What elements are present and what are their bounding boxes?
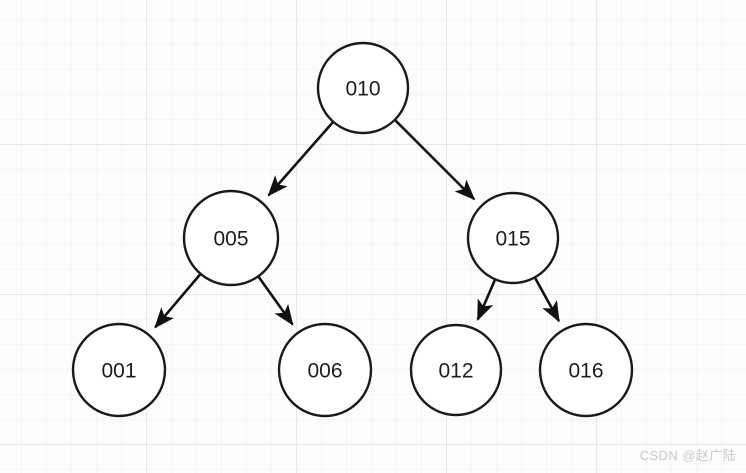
edge-right-right-right — [534, 277, 561, 323]
tree-node-016[interactable]: 016 — [538, 322, 634, 418]
edges-group — [154, 119, 561, 329]
tree-node-001[interactable]: 001 — [71, 322, 167, 418]
watermark-text: CSDN @赵广陆 — [639, 448, 736, 463]
nodes-group: 010 005 015 001 006 012 016 — [71, 41, 634, 418]
node-label-006: 006 — [307, 360, 342, 383]
node-label-001: 001 — [101, 360, 136, 383]
edge-root-left — [267, 121, 334, 197]
node-label-005: 005 — [213, 228, 248, 251]
edge-left-left-left — [154, 273, 201, 329]
node-circle-015[interactable] — [466, 191, 560, 285]
tree-node-010[interactable]: 010 — [316, 41, 410, 135]
node-label-012: 012 — [438, 360, 473, 383]
node-circle-006[interactable] — [277, 322, 373, 418]
node-label-016: 016 — [568, 360, 603, 383]
tree-node-005[interactable]: 005 — [182, 189, 280, 287]
tree-node-006[interactable]: 006 — [277, 322, 373, 418]
tree-node-015[interactable]: 015 — [466, 191, 560, 285]
edge-root-right — [394, 119, 476, 201]
edge-right-right-left — [476, 279, 496, 321]
node-circle-010[interactable] — [316, 41, 410, 135]
edge-left-left-right — [257, 276, 294, 326]
node-circle-001[interactable] — [71, 322, 167, 418]
node-circle-005[interactable] — [182, 189, 280, 287]
node-circle-016[interactable] — [538, 322, 634, 418]
tree-node-012[interactable]: 012 — [409, 323, 503, 417]
node-circle-012[interactable] — [409, 323, 503, 417]
node-label-015: 015 — [495, 228, 530, 251]
node-label-010: 010 — [345, 78, 380, 101]
